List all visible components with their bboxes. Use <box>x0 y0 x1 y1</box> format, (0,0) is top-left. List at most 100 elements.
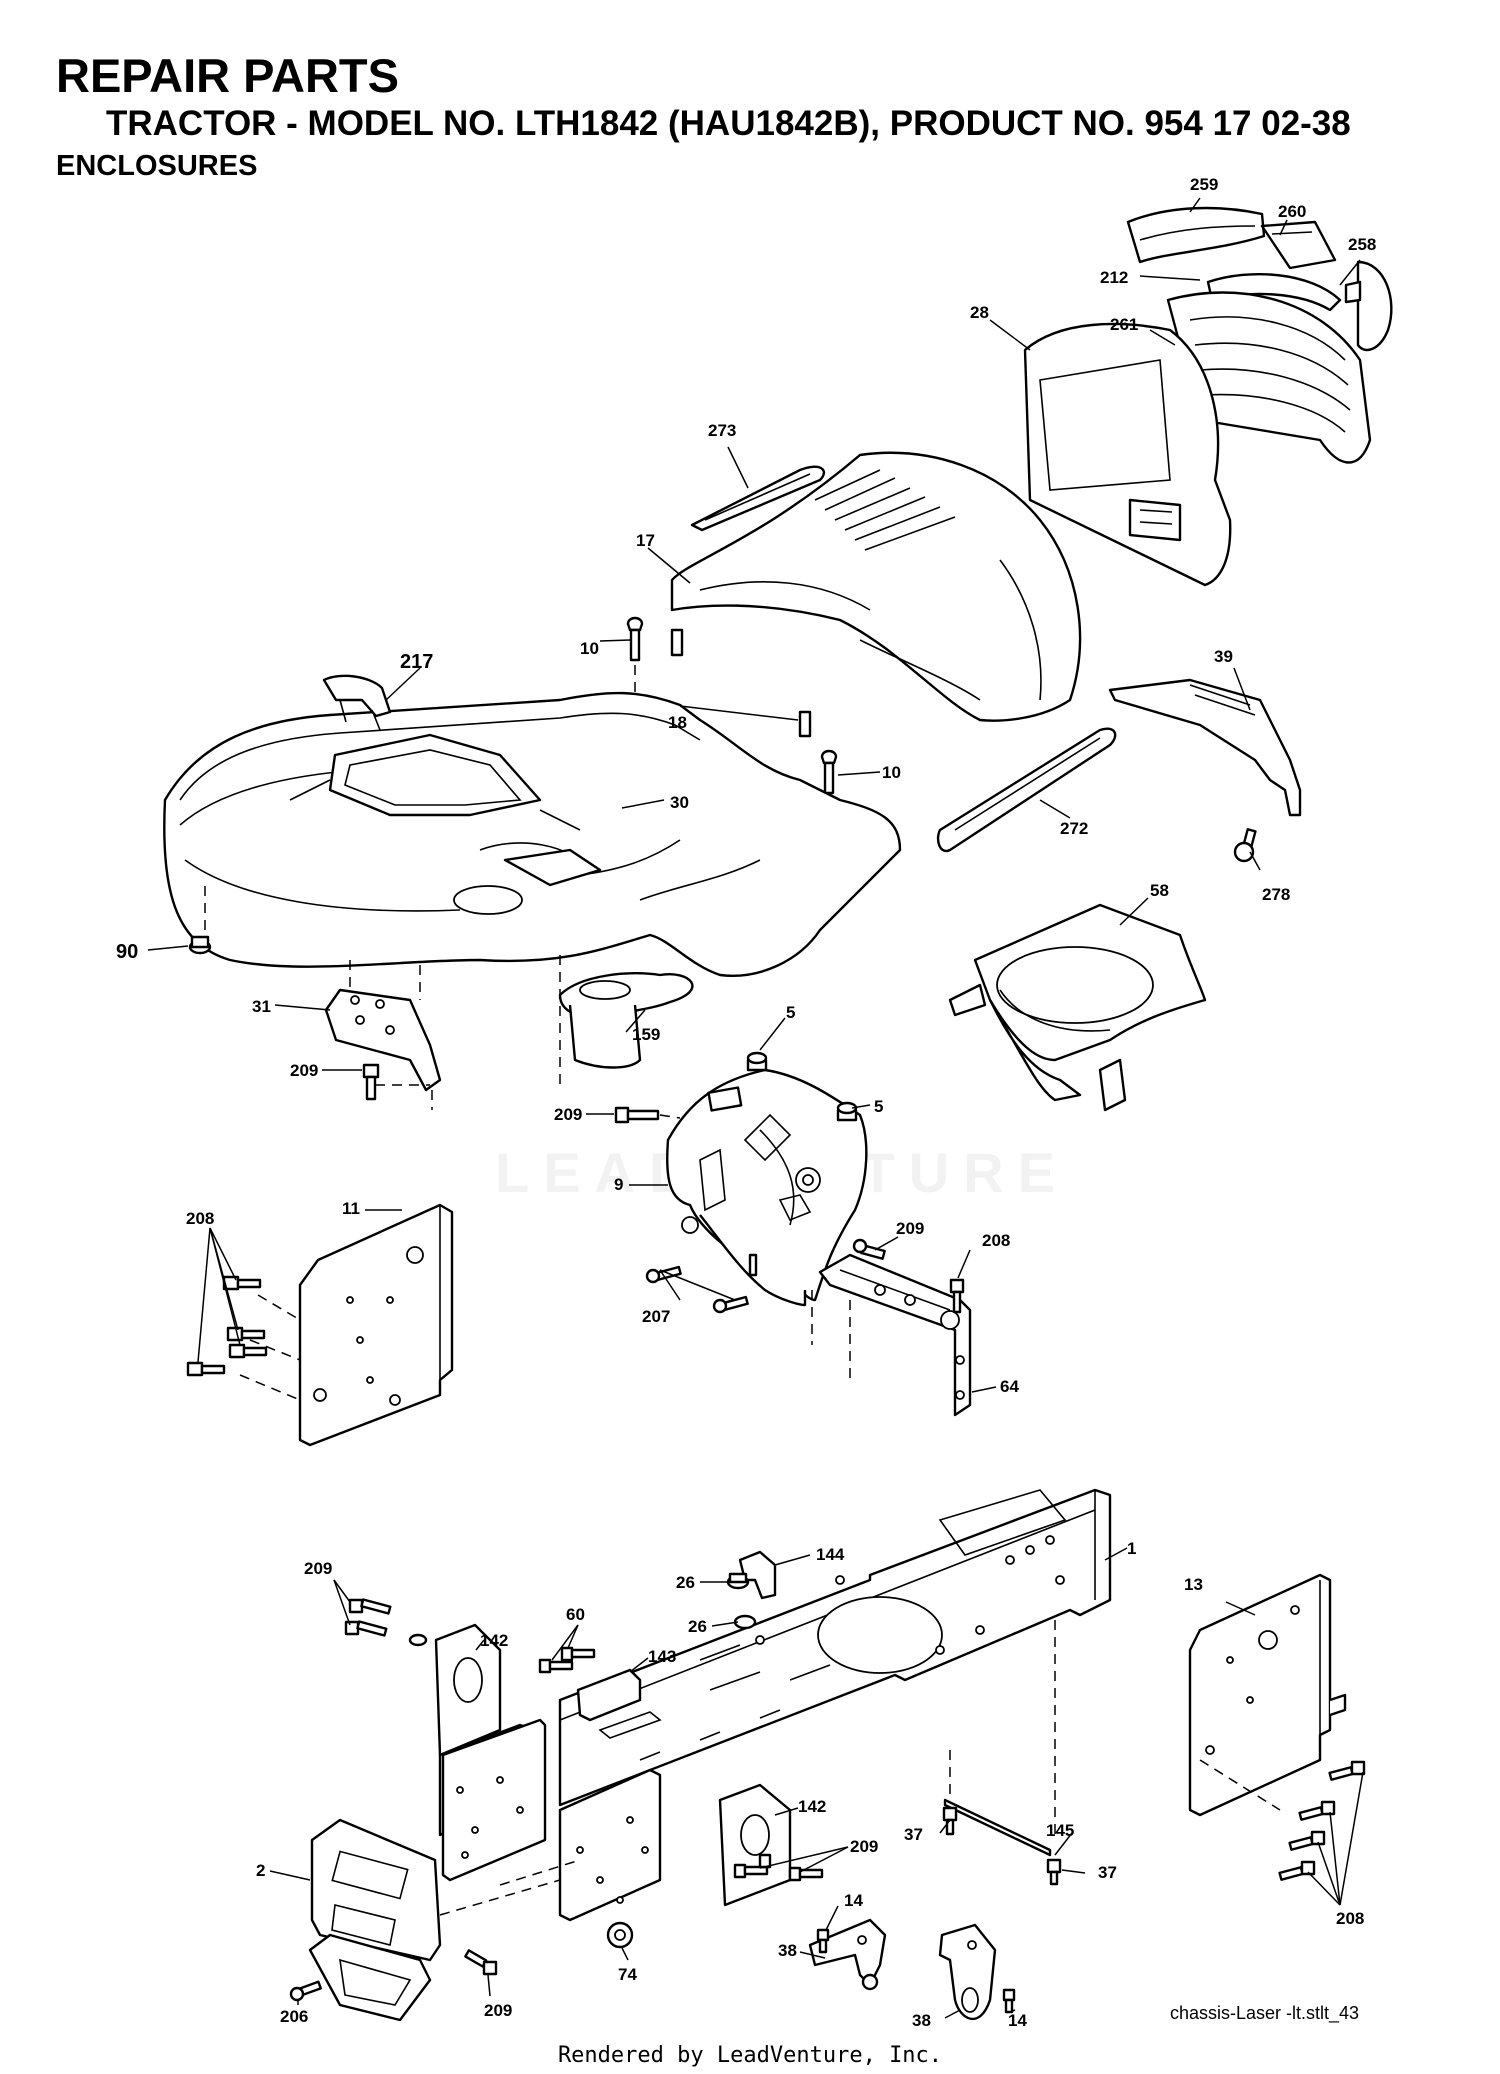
bolt-209-b <box>614 1106 681 1124</box>
part-label: 209 <box>484 2001 512 2020</box>
part-label: 90 <box>116 941 138 963</box>
bolts-208-panel-13 <box>1199 1759 1366 1881</box>
part-label: 26 <box>676 1573 695 1592</box>
part-label: 9 <box>614 1175 623 1194</box>
part-label: 143 <box>648 1647 676 1666</box>
part-label: 5 <box>786 1003 795 1022</box>
part-label: 1 <box>1127 1539 1136 1558</box>
part-label: 260 <box>1278 202 1306 221</box>
bolts-209-frame-right <box>733 1853 824 1882</box>
part-label: 261 <box>1110 315 1138 334</box>
part-label: 209 <box>304 1559 332 1578</box>
nut-74 <box>606 1921 634 1949</box>
headlight-lens-258 <box>1344 260 1393 352</box>
part-label: 13 <box>1184 1575 1203 1594</box>
part-label: 208 <box>1336 1909 1364 1928</box>
bracket-31 <box>324 960 442 1110</box>
bolt-209-frame-left <box>344 1598 428 1647</box>
nut-5-a <box>746 1051 768 1072</box>
part-label: 31 <box>252 997 271 1016</box>
part-label: 60 <box>566 1605 585 1624</box>
part-label: 39 <box>1214 647 1233 666</box>
bolt-208-d <box>186 1361 226 1377</box>
bracket-38-left <box>808 1918 887 1991</box>
latch-217 <box>322 674 392 731</box>
spacer-18 <box>798 710 812 738</box>
bracket-39 <box>1108 678 1302 817</box>
bracket-143 <box>576 1668 642 1722</box>
part-label: 10 <box>882 763 901 782</box>
side-panel-11 <box>239 1203 454 1447</box>
side-panel-13 <box>1188 1573 1347 1817</box>
hood-front-28 <box>1023 322 1232 587</box>
hood-trim-260 <box>1260 220 1337 270</box>
part-label: 18 <box>668 713 687 732</box>
part-label: 278 <box>1262 885 1290 904</box>
frame-side-plate-left <box>441 1718 547 1882</box>
part-label: 14 <box>844 1891 863 1910</box>
rendered-by-credit: Rendered by LeadVenture, Inc. <box>557 2043 943 2068</box>
bolt-209-a <box>362 1063 430 1101</box>
part-label: 145 <box>1046 1821 1074 1840</box>
footrest-58 <box>948 903 1207 1112</box>
part-label: 209 <box>850 1837 878 1856</box>
nut-26-a <box>726 1572 750 1590</box>
cup-holder-159 <box>558 955 694 1090</box>
drawing-reference: chassis-Laser -lt.stlt_43 <box>1170 2003 1360 2023</box>
part-label: 142 <box>798 1797 826 1816</box>
part-label: 11 <box>342 1199 360 1218</box>
part-label: 5 <box>874 1097 883 1116</box>
part-label: 58 <box>1150 881 1169 900</box>
hood-trim-273 <box>690 465 826 532</box>
part-labels: 259 260 258 212 28 261 273 17 10 217 18 … <box>116 175 1376 2030</box>
frame-side-plate-right <box>558 1768 662 1922</box>
screw-207-b <box>712 1295 749 1314</box>
part-label: 209 <box>554 1105 582 1124</box>
bolts-60 <box>538 1646 596 1674</box>
part-label: 206 <box>280 2007 308 2026</box>
fender-30 <box>163 691 902 977</box>
screw-14-a <box>816 1928 830 1954</box>
leader-lines <box>147 197 1364 2019</box>
bolt-208-b <box>226 1326 268 1359</box>
part-label: 209 <box>896 1219 924 1238</box>
bolt-37-b <box>1046 1858 1062 1886</box>
part-label: 2 <box>256 1861 265 1880</box>
part-label: 37 <box>1098 1863 1117 1882</box>
part-label: 38 <box>778 1941 797 1960</box>
model-subtitle: TRACTOR - MODEL NO. LTH1842 (HAU1842B), … <box>106 104 1351 143</box>
bolt-10-upper <box>626 616 644 695</box>
part-label: 17 <box>636 531 655 550</box>
part-label: 37 <box>904 1825 923 1844</box>
part-label: 258 <box>1348 235 1376 254</box>
part-label: 209 <box>290 1061 318 1080</box>
section-title: ENCLOSURES <box>56 150 258 182</box>
hood-trim-259 <box>1126 206 1266 264</box>
part-label: 28 <box>970 303 989 322</box>
part-label: 144 <box>816 1545 845 1564</box>
part-label: 14 <box>1008 2011 1027 2030</box>
part-label: 208 <box>982 1231 1010 1250</box>
part-label: 217 <box>400 651 433 673</box>
frame-1 <box>558 1488 1112 1807</box>
bolt-209-front <box>464 1949 498 1976</box>
nut-90 <box>188 935 212 955</box>
part-label: 142 <box>480 1631 508 1650</box>
part-label: 208 <box>186 1209 214 1228</box>
part-label: 272 <box>1060 819 1088 838</box>
part-label: 10 <box>580 639 599 658</box>
nut-5-b <box>836 1101 858 1122</box>
part-label: 38 <box>912 2011 931 2030</box>
bolt-208-a <box>222 1275 262 1291</box>
part-label: 64 <box>1000 1377 1019 1396</box>
grille-261 <box>1166 291 1372 464</box>
part-label: 212 <box>1100 268 1128 287</box>
page-title: REPAIR PARTS <box>56 49 399 102</box>
bracket-38-right <box>938 1923 997 2021</box>
part-label: 207 <box>642 1307 670 1326</box>
part-label: 30 <box>670 793 689 812</box>
bolt-37-a <box>942 1806 958 1836</box>
bolt-208-c <box>949 1278 965 1314</box>
part-label: 74 <box>618 1965 637 1984</box>
